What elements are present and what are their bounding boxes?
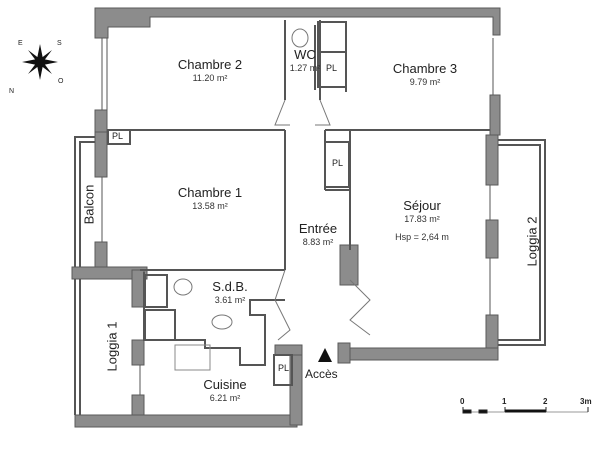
balcon-label: Balcon: [81, 184, 97, 225]
room-sejour: Séjour 17.83 m² Hsp = 2,64 m: [362, 199, 482, 242]
wall-top: [94, 7, 501, 39]
compass-rose-icon: [22, 44, 58, 80]
closet-pl-label: PL: [112, 131, 124, 141]
access-label: Accès: [305, 367, 338, 381]
room-name: Chambre 1: [177, 185, 243, 200]
room-area: 17.83 m²: [404, 214, 440, 224]
room-wc: WC 1.27 m²: [285, 48, 325, 73]
room-chambre-1: Chambre 1 13.58 m²: [150, 186, 270, 211]
room-name: Chambre 3: [392, 61, 458, 76]
room-chambre-3: Chambre 3 9.79 m²: [365, 62, 485, 87]
room-chambre-2: Chambre 2 11.20 m²: [150, 58, 270, 83]
scale-tick-0: 0: [460, 397, 465, 406]
scale-bar: [462, 407, 589, 414]
scale-tick-1: 1: [502, 397, 507, 406]
room-entree: Entrée 8.83 m²: [288, 222, 348, 247]
room-name: S.d.B.: [212, 279, 248, 294]
room-cuisine: Cuisine 6.21 m²: [180, 378, 270, 403]
room-name: Séjour: [403, 198, 441, 213]
room-name: Entrée: [298, 221, 338, 236]
scale-tick-3: 3m: [580, 397, 592, 406]
room-area: 11.20 m²: [192, 73, 228, 83]
room-area: 6.21 m²: [209, 393, 241, 403]
room-area: 9.79 m²: [409, 77, 441, 87]
room-area: 1.27 m²: [289, 63, 321, 73]
room-name: WC: [294, 47, 316, 62]
room-name: Chambre 2: [177, 57, 243, 72]
ceiling-height: Hsp = 2,64 m: [395, 232, 449, 242]
room-sdb: S.d.B. 3.61 m²: [195, 280, 265, 305]
room-area: 13.58 m²: [192, 201, 228, 211]
loggia-1-label: Loggia 1: [104, 321, 120, 372]
room-area: 3.61 m²: [214, 295, 246, 305]
closet-pl-label: PL: [332, 158, 344, 168]
scale-tick-2: 2: [543, 397, 548, 406]
closet-pl-label: PL: [326, 63, 338, 73]
compass-n-label: N: [9, 88, 15, 95]
access-arrow-icon: [318, 348, 332, 362]
compass-s-label: S: [57, 40, 62, 47]
room-name: Cuisine: [203, 377, 247, 392]
compass-o-label: O: [58, 78, 64, 85]
room-area: 8.83 m²: [302, 237, 334, 247]
compass-e-label: E: [18, 40, 23, 47]
loggia-2-label: Loggia 2: [524, 216, 540, 267]
closet-pl-label: PL: [278, 363, 290, 373]
